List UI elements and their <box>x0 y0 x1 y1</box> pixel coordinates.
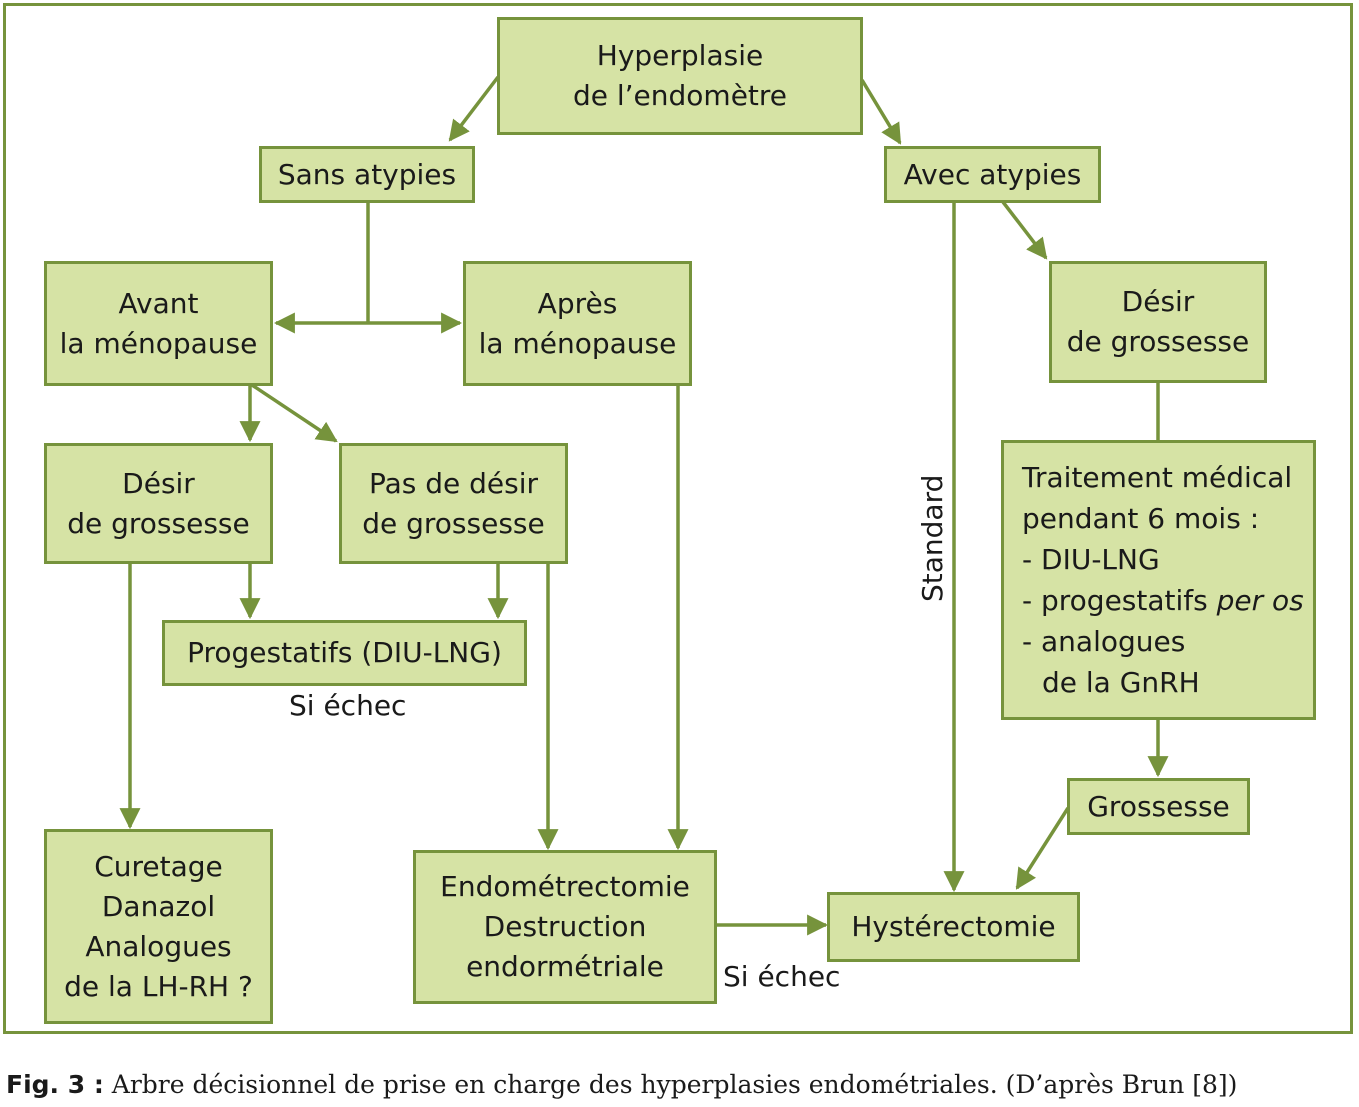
edge-avec-atypies-desir <box>1001 200 1048 260</box>
diagram-frame <box>3 3 1353 1034</box>
node-avec-atypies: Avec atypies <box>884 146 1101 203</box>
edge-root-avec-atypies <box>860 79 902 145</box>
caption-label: Fig. 3 : <box>6 1070 104 1099</box>
caption-text: Arbre décisionnel de prise en charge des… <box>103 1070 1238 1099</box>
edge-label-standard: Standard <box>916 474 949 602</box>
node-progestatifs: Progestatifs (DIU-LNG) <box>162 620 527 686</box>
edge-label-si-echec-endometrectomie: Si échec <box>723 960 841 993</box>
node-traitement-medical: Traitement médical pendant 6 mois : - DI… <box>1001 440 1316 720</box>
edge-label-si-echec-progestatifs: Si échec <box>289 689 407 722</box>
edge-avant-pas-desir <box>251 383 338 443</box>
edge-grossesse-hysterectomie <box>1015 807 1070 890</box>
node-grossesse: Grossesse <box>1067 778 1250 835</box>
node-hysterectomie: Hystérectomie <box>827 892 1080 962</box>
edge-root-sans-atypies <box>448 75 500 142</box>
figure-caption: Fig. 3 : Arbre décisionnel de prise en c… <box>6 1070 1237 1099</box>
node-sans-atypies: Sans atypies <box>259 146 475 203</box>
